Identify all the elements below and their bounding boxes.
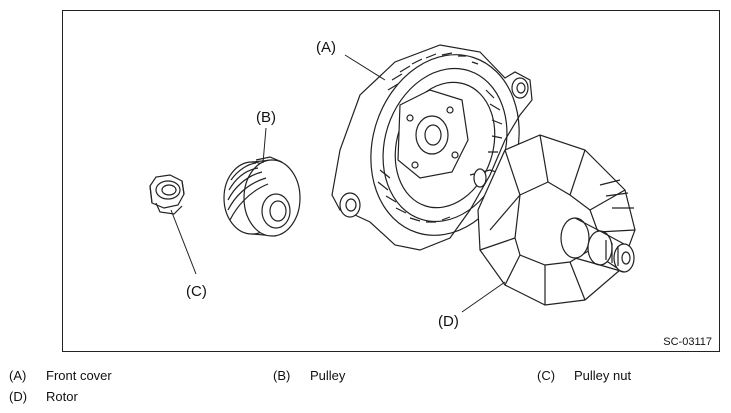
legend-letter: (B) <box>273 368 291 383</box>
legend-text: Rotor <box>46 389 78 404</box>
callout-a: (A) <box>316 39 336 56</box>
legend-letter: (D) <box>9 389 28 404</box>
legend-row-1: (A) Front cover (B) Pulley (C) Pulley nu… <box>0 368 731 388</box>
leader-lines <box>170 54 506 313</box>
leader-line-a <box>344 54 386 81</box>
exploded-parts-diagram: (A) (B) (C) (D) SC-03117 <box>62 10 720 352</box>
rotor-drawing <box>469 134 636 306</box>
front-cover-drawing <box>331 44 533 251</box>
legend-text: Pulley nut <box>574 368 632 383</box>
pulley-nut-drawing <box>149 174 185 215</box>
leader-line-d <box>461 281 506 313</box>
legend-text: Pulley <box>310 368 346 383</box>
legend-row-2: (D) Rotor <box>0 389 731 409</box>
leader-line-b <box>262 127 267 164</box>
legend-letter: (C) <box>537 368 556 383</box>
legend-letter: (A) <box>9 368 27 383</box>
leader-line-c <box>170 209 197 275</box>
callout-d: (D) <box>438 313 459 330</box>
diagram-frame <box>62 10 720 352</box>
figure-code: SC-03117 <box>663 336 712 348</box>
callout-c: (C) <box>186 283 207 300</box>
callout-b: (B) <box>256 109 276 126</box>
legend-text: Front cover <box>46 368 112 383</box>
pulley-drawing <box>223 156 301 237</box>
